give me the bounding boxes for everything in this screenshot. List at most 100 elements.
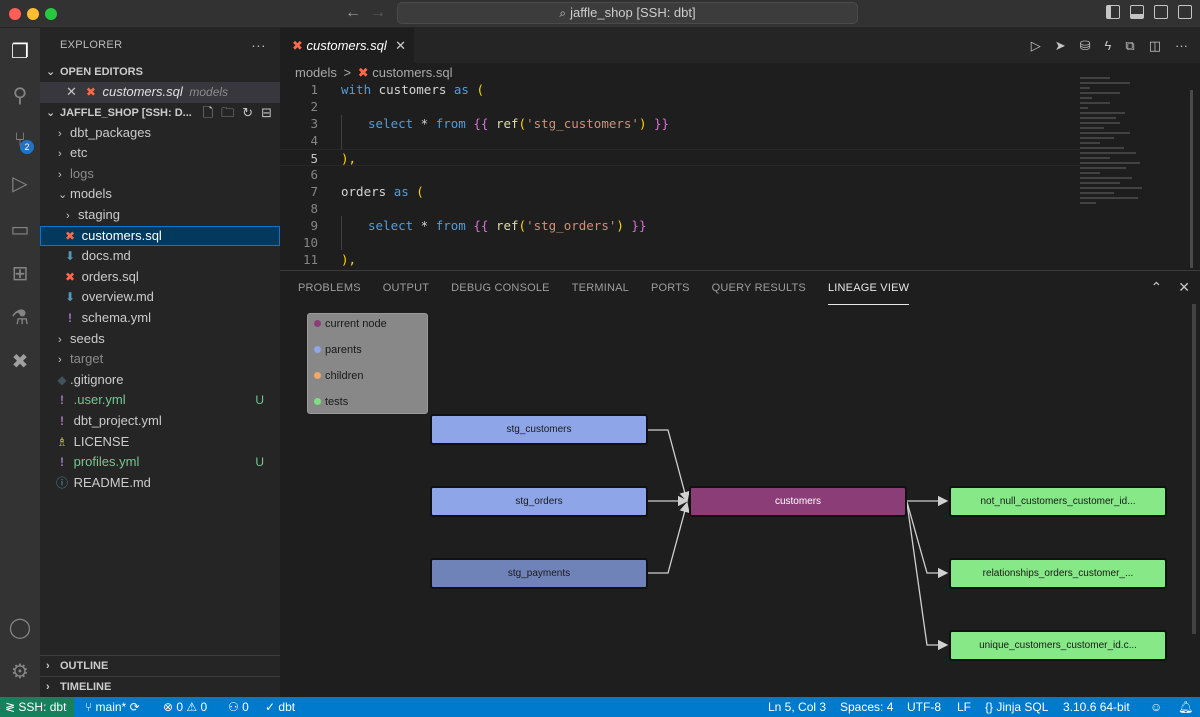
lineage-node-stg-customers[interactable]: stg_customers xyxy=(430,414,648,445)
toggle-sidebar-icon[interactable] xyxy=(1106,5,1120,19)
close-tab-icon[interactable]: ✕ xyxy=(395,38,406,53)
encoding[interactable]: UTF-8 xyxy=(907,700,941,714)
remote-indicator[interactable]: ≷ SSH: dbt xyxy=(0,697,74,717)
run-debug-icon[interactable]: ▷ xyxy=(12,173,28,195)
extensions-icon[interactable]: ⊞ xyxy=(11,263,29,285)
tree-item-models[interactable]: ⌄models xyxy=(40,184,280,205)
python-interpreter[interactable]: 3.10.6 64-bit xyxy=(1063,700,1130,714)
tab-terminal[interactable]: TERMINAL xyxy=(571,282,629,294)
problems-indicator[interactable]: ⊗ 0 ⚠ 0 xyxy=(163,697,207,717)
lineage-node-customers[interactable]: customers xyxy=(689,486,907,517)
tree-item-staging[interactable]: ›staging xyxy=(40,205,280,226)
code-token: ) xyxy=(616,218,624,233)
lightning-icon[interactable]: ϟ xyxy=(1104,38,1112,53)
tree-item-etc[interactable]: ›etc xyxy=(40,143,280,164)
search-icon[interactable]: ⚲ xyxy=(12,85,28,107)
tab-ports[interactable]: PORTS xyxy=(650,282,690,294)
send-query-icon[interactable]: ➤ xyxy=(1054,38,1066,53)
account-icon[interactable]: ◯ xyxy=(8,617,32,639)
lineage-node-stg-payments[interactable]: stg_payments xyxy=(430,558,648,589)
explorer-files-icon[interactable]: ❐ xyxy=(11,41,29,63)
more-actions-icon[interactable]: ··· xyxy=(251,37,266,53)
tree-item-orders-sql[interactable]: ✖ orders.sql xyxy=(40,267,280,288)
indentation[interactable]: Spaces: 4 xyxy=(840,700,894,714)
close-icon[interactable]: ✕ xyxy=(66,84,77,99)
tree-item-gitignore[interactable]: ◆.gitignore xyxy=(40,370,280,391)
tree-item-license[interactable]: ♗ LICENSE xyxy=(40,432,280,453)
timeline-section[interactable]: ›TIMELINE xyxy=(40,676,280,697)
tree-item-dbt-project-yml[interactable]: ! dbt_project.yml xyxy=(40,411,280,432)
command-center-search[interactable]: ⌕jaffle_shop [SSH: dbt] xyxy=(397,2,858,24)
tree-item-target[interactable]: ›target xyxy=(40,349,280,370)
minimize-window-button[interactable] xyxy=(27,8,39,20)
chevron-right-icon: › xyxy=(58,333,62,346)
tree-item-label: customers.sql xyxy=(81,227,162,243)
lineage-node-test-relationships[interactable]: relationships_orders_customer_... xyxy=(949,558,1167,589)
remote-explorer-icon[interactable]: ▭ xyxy=(10,219,30,241)
tab-lineage-view[interactable]: LINEAGE VIEW xyxy=(827,271,910,305)
tree-item-logs[interactable]: ›logs xyxy=(40,164,280,185)
forward-arrow-icon[interactable]: → xyxy=(370,4,386,21)
tab-output[interactable]: OUTPUT xyxy=(382,282,430,294)
tree-item-customers-sql[interactable]: ✖ customers.sql xyxy=(40,225,280,247)
open-editors-section[interactable]: ⌄OPEN EDITORS xyxy=(40,62,280,82)
customize-layout-icon[interactable] xyxy=(1178,5,1192,19)
notifications-bell-icon[interactable]: 🔔︎ xyxy=(1178,700,1194,714)
cursor-position[interactable]: Ln 5, Col 3 xyxy=(768,700,827,714)
maximize-panel-icon[interactable]: ⌃ xyxy=(1150,279,1163,295)
language-mode[interactable]: {} Jinja SQL xyxy=(985,697,1048,717)
tree-item-docs-md[interactable]: ⬇ docs.md xyxy=(40,246,280,267)
split-editor-icon[interactable]: ◫ xyxy=(1148,38,1161,53)
breadcrumb-file[interactable]: customers.sql xyxy=(372,65,453,80)
tree-item-dbt-packages[interactable]: ›dbt_packages xyxy=(40,123,280,144)
toggle-secondary-sidebar-icon[interactable] xyxy=(1154,5,1168,19)
settings-gear-icon[interactable]: ⚙ xyxy=(11,661,29,683)
new-file-icon[interactable]: 🗋 xyxy=(202,104,214,120)
tab-problems[interactable]: PROBLEMS xyxy=(298,282,361,294)
dbt-power-user-icon[interactable]: ✖ xyxy=(11,351,29,373)
tree-item-overview-md[interactable]: ⬇ overview.md xyxy=(40,287,280,308)
collapse-all-icon[interactable]: ⊟ xyxy=(261,104,272,120)
close-panel-icon[interactable]: ✕ xyxy=(1178,279,1190,295)
compare-icon[interactable]: ⧉ xyxy=(1125,38,1135,53)
workspace-section[interactable]: ⌄JAFFLE_SHOP [SSH: D... 🗋 🗀 ↻ ⊟ xyxy=(40,103,280,123)
new-folder-icon[interactable]: 🗀 xyxy=(221,104,235,120)
tree-item-readme-md[interactable]: ⓘ README.md xyxy=(40,473,280,494)
end-of-line[interactable]: LF xyxy=(957,700,972,714)
outline-section[interactable]: ›OUTLINE xyxy=(40,655,280,676)
tab-query-results[interactable]: QUERY RESULTS xyxy=(711,282,806,294)
editor-scrollbar[interactable] xyxy=(1190,90,1193,268)
testing-flask-icon[interactable]: ⚗ xyxy=(11,307,29,329)
database-icon[interactable]: ⛁ xyxy=(1079,38,1091,53)
open-editor-item[interactable]: ✕✖ customers.sql models xyxy=(40,82,280,103)
panel-scrollbar[interactable] xyxy=(1192,304,1196,634)
sync-icon[interactable]: ⟳ xyxy=(129,700,140,714)
breadcrumb-folder[interactable]: models xyxy=(295,65,337,80)
chevron-down-icon: ⌄ xyxy=(58,189,68,202)
tab-customers-sql[interactable]: ✖ customers.sql ✕ xyxy=(280,28,414,63)
explorer-title: EXPLORER xyxy=(60,39,123,51)
back-arrow-icon[interactable]: ← xyxy=(345,4,361,21)
tree-item-seeds[interactable]: ›seeds xyxy=(40,329,280,350)
tree-item-schema-yml[interactable]: ! schema.yml xyxy=(40,308,280,329)
legend-label: current node xyxy=(325,318,387,330)
tab-debug-console[interactable]: DEBUG CONSOLE xyxy=(451,282,550,294)
close-window-button[interactable] xyxy=(9,8,21,20)
run-icon[interactable]: ▷ xyxy=(1030,38,1041,53)
ports-indicator[interactable]: ⚇ 0 xyxy=(228,697,249,717)
minimap[interactable] xyxy=(1080,77,1190,267)
chevron-right-icon: › xyxy=(66,209,70,222)
lineage-node-test-not-null[interactable]: not_null_customers_customer_id... xyxy=(949,486,1167,517)
maximize-window-button[interactable] xyxy=(45,8,57,20)
dbt-status[interactable]: ✓ dbt xyxy=(265,697,295,717)
lineage-node-test-unique[interactable]: unique_customers_customer_id.c... xyxy=(949,630,1167,661)
toggle-panel-icon[interactable] xyxy=(1130,5,1144,19)
git-branch[interactable]: ⑂ main* ⟳ xyxy=(85,697,140,717)
more-actions-icon[interactable]: ··· xyxy=(1175,38,1188,53)
lineage-node-stg-orders[interactable]: stg_orders xyxy=(430,486,648,517)
feedback-icon[interactable]: ☺ xyxy=(1150,700,1163,714)
refresh-icon[interactable]: ↻ xyxy=(242,104,254,120)
